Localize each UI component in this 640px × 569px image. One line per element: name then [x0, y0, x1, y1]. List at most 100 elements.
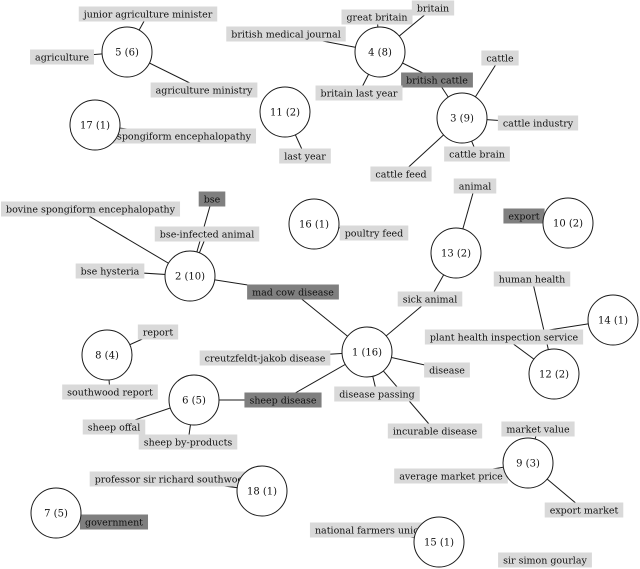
cluster-node-16: 16 (1)	[288, 198, 340, 250]
term-label-text: british cattle	[406, 76, 468, 87]
cluster-node-circle	[288, 198, 340, 250]
term-label-text: human health	[499, 275, 565, 286]
cluster-node-circle	[542, 197, 594, 249]
term-label: sheep disease	[244, 392, 322, 408]
term-label: bovine spongiform encephalopathy	[1, 201, 181, 217]
term-label: cattle	[481, 50, 519, 66]
term-label-box	[544, 502, 624, 518]
term-label-text: animal	[459, 182, 492, 193]
term-label: southwood report	[62, 384, 158, 400]
term-label-box	[501, 421, 575, 437]
term-label-box	[315, 85, 403, 101]
cluster-node-circle	[69, 99, 121, 151]
cluster-node-14: 14 (1)	[587, 294, 639, 346]
term-label-text: average market price	[399, 472, 503, 483]
cluster-node-10: 10 (2)	[542, 197, 594, 249]
term-label-box	[411, 0, 455, 16]
term-label-box	[503, 208, 545, 224]
term-label-text: poultry feed	[345, 229, 404, 240]
term-label-box	[424, 329, 584, 345]
cluster-node-circle	[430, 227, 482, 279]
term-label-text: southwood report	[67, 388, 153, 399]
term-label-text: export	[508, 212, 539, 223]
cluster-node-circle	[164, 250, 216, 302]
term-label-text: incurable disease	[393, 427, 478, 438]
term-label-text: sir simon gourlay	[503, 556, 587, 567]
term-label-text: cattle	[486, 54, 514, 65]
cluster-node-12: 12 (2)	[528, 348, 580, 400]
term-label-text: mad cow disease	[252, 288, 334, 299]
cluster-node-17: 17 (1)	[69, 99, 121, 151]
term-label-box	[62, 384, 158, 400]
nodes-layer: 5 (6) 4 (8) 17 (1) 11 (2) 3 (9) 16 (1) 10 (2) 2…	[30, 26, 639, 568]
term-label-box	[78, 6, 218, 22]
term-label-text: cattle feed	[375, 170, 426, 181]
cluster-node-label: 2 (10)	[175, 272, 205, 283]
term-label-box	[1, 201, 181, 217]
term-label: junior agriculture minister	[78, 6, 218, 22]
cluster-node-label: 15 (1)	[424, 538, 454, 549]
term-label-text: junior agriculture minister	[83, 10, 213, 21]
cluster-node-label: 6 (5)	[182, 396, 206, 407]
cluster-node-11: 11 (2)	[259, 86, 311, 138]
cluster-node-label: 5 (6)	[115, 48, 139, 59]
cluster-node-circle	[168, 374, 220, 426]
term-label: report	[137, 324, 179, 340]
cluster-node-18: 18 (1)	[236, 465, 288, 517]
cluster-node-label: 8 (4)	[95, 351, 119, 362]
term-label-text: agriculture ministry	[156, 86, 253, 97]
term-label: bse	[198, 191, 226, 207]
term-label-box	[198, 191, 226, 207]
cluster-node-8: 8 (4)	[81, 329, 133, 381]
term-label-box	[424, 362, 470, 378]
cluster-node-label: 3 (9)	[450, 114, 474, 125]
term-label: sir simon gourlay	[498, 552, 592, 568]
term-label: bse hysteria	[75, 263, 145, 279]
cluster-node-15: 15 (1)	[413, 516, 465, 568]
term-label-text: bse hysteria	[81, 267, 140, 278]
cluster-node-13: 13 (2)	[430, 227, 482, 279]
term-label: disease	[424, 362, 470, 378]
term-label-box	[138, 434, 238, 450]
term-label-box	[199, 350, 331, 366]
term-label: national farmers union	[309, 522, 431, 538]
cluster-node-circle	[528, 348, 580, 400]
term-label: cattle industry	[497, 115, 579, 131]
term-label-text: agriculture	[35, 53, 89, 64]
term-label-text: government	[85, 518, 143, 529]
term-label-box	[339, 225, 409, 241]
term-label-box	[497, 115, 579, 131]
term-label: britain	[411, 0, 455, 16]
term-label: cattle feed	[370, 166, 432, 182]
term-label: professor sir richard southwood	[89, 471, 255, 487]
term-label-text: creutzfeldt-jakob disease	[205, 354, 326, 365]
term-label-box	[79, 514, 149, 530]
term-label-text: british medical journal	[231, 30, 340, 41]
term-label: bse-infected animal	[154, 226, 260, 242]
term-label-box	[493, 271, 571, 287]
cluster-node-circle	[30, 487, 82, 539]
cluster-node-label: 7 (5)	[44, 509, 68, 520]
cluster-node-4: 4 (8)	[354, 26, 406, 78]
term-label-box	[498, 552, 592, 568]
term-label-text: report	[143, 328, 174, 339]
term-label: plant health inspection service	[424, 329, 584, 345]
term-label: britain last year	[315, 85, 403, 101]
term-label-box	[341, 9, 413, 25]
term-label-box	[89, 471, 255, 487]
term-label-box	[370, 166, 432, 182]
cluster-node-7: 7 (5)	[30, 487, 82, 539]
term-label-box	[481, 50, 519, 66]
term-label-box	[401, 72, 473, 88]
term-label-box	[334, 386, 420, 402]
term-label: poultry feed	[339, 225, 409, 241]
term-label: sheep by-products	[138, 434, 238, 450]
term-label-box	[244, 392, 322, 408]
term-label-text: disease passing	[339, 390, 415, 401]
cluster-node-6: 6 (5)	[168, 374, 220, 426]
cluster-node-circle	[587, 294, 639, 346]
term-label-text: cattle brain	[449, 150, 505, 161]
term-label: agriculture ministry	[150, 82, 258, 98]
cluster-node-label: 1 (16)	[352, 348, 382, 359]
term-label-text: sheep disease	[249, 396, 316, 407]
